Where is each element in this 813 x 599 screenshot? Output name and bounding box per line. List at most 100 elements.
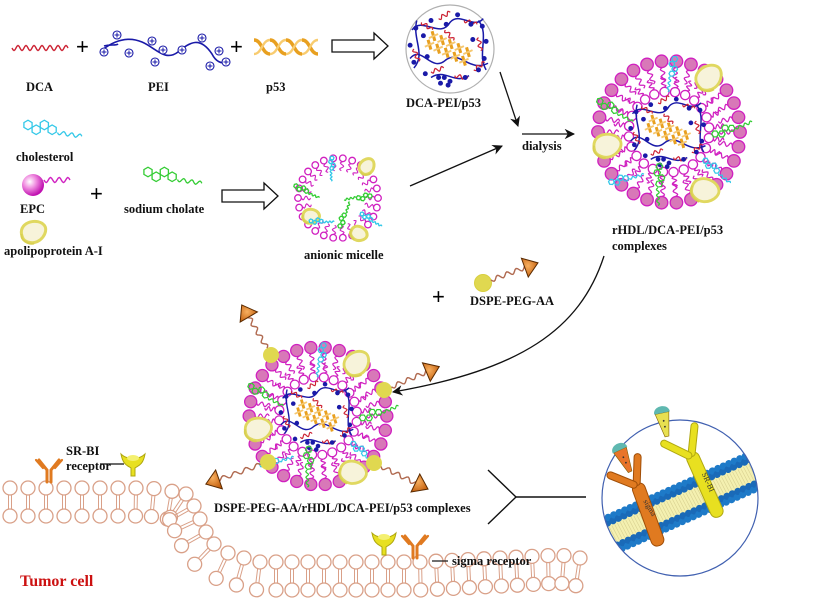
sodium-cholate-icon	[143, 166, 203, 185]
lipid-head	[38, 508, 54, 524]
sr-bi-label-line2: receptor	[66, 459, 111, 473]
sr-bi-receptor-icon	[34, 458, 64, 484]
lipid-head	[248, 582, 265, 598]
lipid-head	[192, 511, 208, 527]
lipid-head	[476, 551, 492, 567]
lipid-head	[198, 524, 214, 540]
peg-chain	[490, 264, 529, 282]
lipid-head	[524, 548, 540, 565]
peg-chain	[391, 368, 431, 389]
aa-ligand-icon	[421, 362, 441, 383]
apolipoprotein-icon	[19, 219, 48, 245]
lipid-head	[332, 582, 348, 598]
lipid-head	[412, 554, 428, 570]
lipid-head	[396, 582, 412, 598]
bracket-connector	[487, 469, 586, 525]
dca-pei-p53-label: DCA-PEI/p53	[406, 96, 481, 110]
p53-dna-icon	[253, 38, 319, 56]
arrow-to-dialysis	[499, 71, 520, 127]
tumor-cell-membrane	[2, 480, 588, 598]
aa-ligand-icon	[239, 304, 259, 323]
plus-sign: +	[76, 34, 89, 59]
lipid-head	[508, 549, 524, 565]
arrow-from-micelle	[409, 144, 503, 187]
lipid-head	[56, 480, 72, 496]
lipid-head	[380, 582, 396, 598]
hollow-arrow-icon	[221, 181, 279, 211]
lipid-head	[300, 582, 316, 598]
inset-ligand-icon	[612, 443, 633, 473]
lipid-head	[572, 550, 588, 566]
aa-ligand-icon	[205, 468, 224, 490]
lipid-head	[187, 556, 203, 572]
dspe-peg-aa-label: DSPE-PEG-AA	[470, 294, 554, 308]
sigma-receptor-icon	[120, 452, 146, 477]
lipid-head	[92, 508, 108, 524]
inset-border	[601, 419, 759, 577]
lipid-head	[348, 554, 364, 570]
lipid-head	[268, 554, 284, 570]
hollow-arrow-icon	[331, 31, 389, 61]
lipid-head	[554, 575, 570, 592]
lipid-head	[284, 554, 300, 570]
lipid-head	[332, 554, 348, 570]
plus-sign: +	[90, 181, 103, 206]
lipid-head	[493, 578, 510, 594]
lipid-head	[173, 538, 190, 554]
lipid-head	[228, 577, 245, 593]
peg-chain	[245, 313, 269, 349]
lipid-head	[208, 570, 224, 587]
lipid-head	[164, 483, 180, 499]
lipid-head	[146, 480, 162, 497]
lipid-head	[284, 582, 300, 598]
lipid-head	[2, 480, 18, 496]
aa-ligand-icon	[520, 257, 539, 279]
lipid-head	[540, 547, 556, 564]
epc-label: EPC	[20, 202, 45, 216]
lipid-head	[92, 480, 108, 496]
rhdl-complex-icon	[591, 54, 753, 210]
apolipoprotein-label: apolipoprotein A-I	[4, 244, 103, 258]
lipid-head	[525, 576, 542, 593]
plus-sign: +	[230, 34, 243, 59]
dspe-head	[260, 454, 276, 470]
lipid-head	[127, 508, 144, 524]
peg-chain	[214, 462, 261, 483]
dspe-head	[263, 347, 279, 363]
pei-molecule-icon	[99, 30, 231, 71]
aa-ligand-icon	[410, 472, 429, 493]
lipid-head	[509, 577, 526, 593]
lipid-head	[268, 582, 284, 598]
sodium-cholate-label: sodium cholate	[124, 202, 205, 216]
dca-label: DCA	[26, 80, 53, 94]
sr-bi-label-line1: SR-BI	[66, 444, 99, 458]
lipid-head	[2, 508, 18, 524]
lipid-head	[110, 480, 126, 496]
lipid-head	[364, 554, 380, 570]
lipid-head	[445, 580, 462, 597]
inset-sigma-receptor: sigma	[606, 453, 665, 547]
lipid-head	[556, 547, 572, 564]
lipid-head	[20, 480, 36, 496]
dspe-head	[376, 382, 392, 398]
plus-sign: +	[432, 284, 445, 309]
dspe-peg-aa-icon	[474, 257, 539, 292]
sr-bi-receptor-icon	[400, 534, 430, 560]
lipid-head	[166, 523, 183, 539]
tumor-cell-label: Tumor cell	[20, 573, 94, 590]
dca-molecule-icon	[11, 44, 69, 52]
pei-label: PEI	[148, 80, 169, 94]
lipid-head	[236, 550, 252, 566]
lipid-head	[477, 579, 494, 595]
lipid-head	[492, 550, 508, 566]
rhdl-label-line2: complexes	[612, 239, 667, 253]
lipid-head	[128, 480, 144, 496]
lipid-head	[429, 581, 446, 597]
dca-pei-p53-complex-icon	[405, 4, 495, 94]
lipid-head	[20, 508, 36, 524]
lipid-head	[460, 551, 476, 568]
anionic-micelle-label: anionic micelle	[304, 248, 384, 262]
curved-arrow-to-final	[391, 255, 605, 396]
